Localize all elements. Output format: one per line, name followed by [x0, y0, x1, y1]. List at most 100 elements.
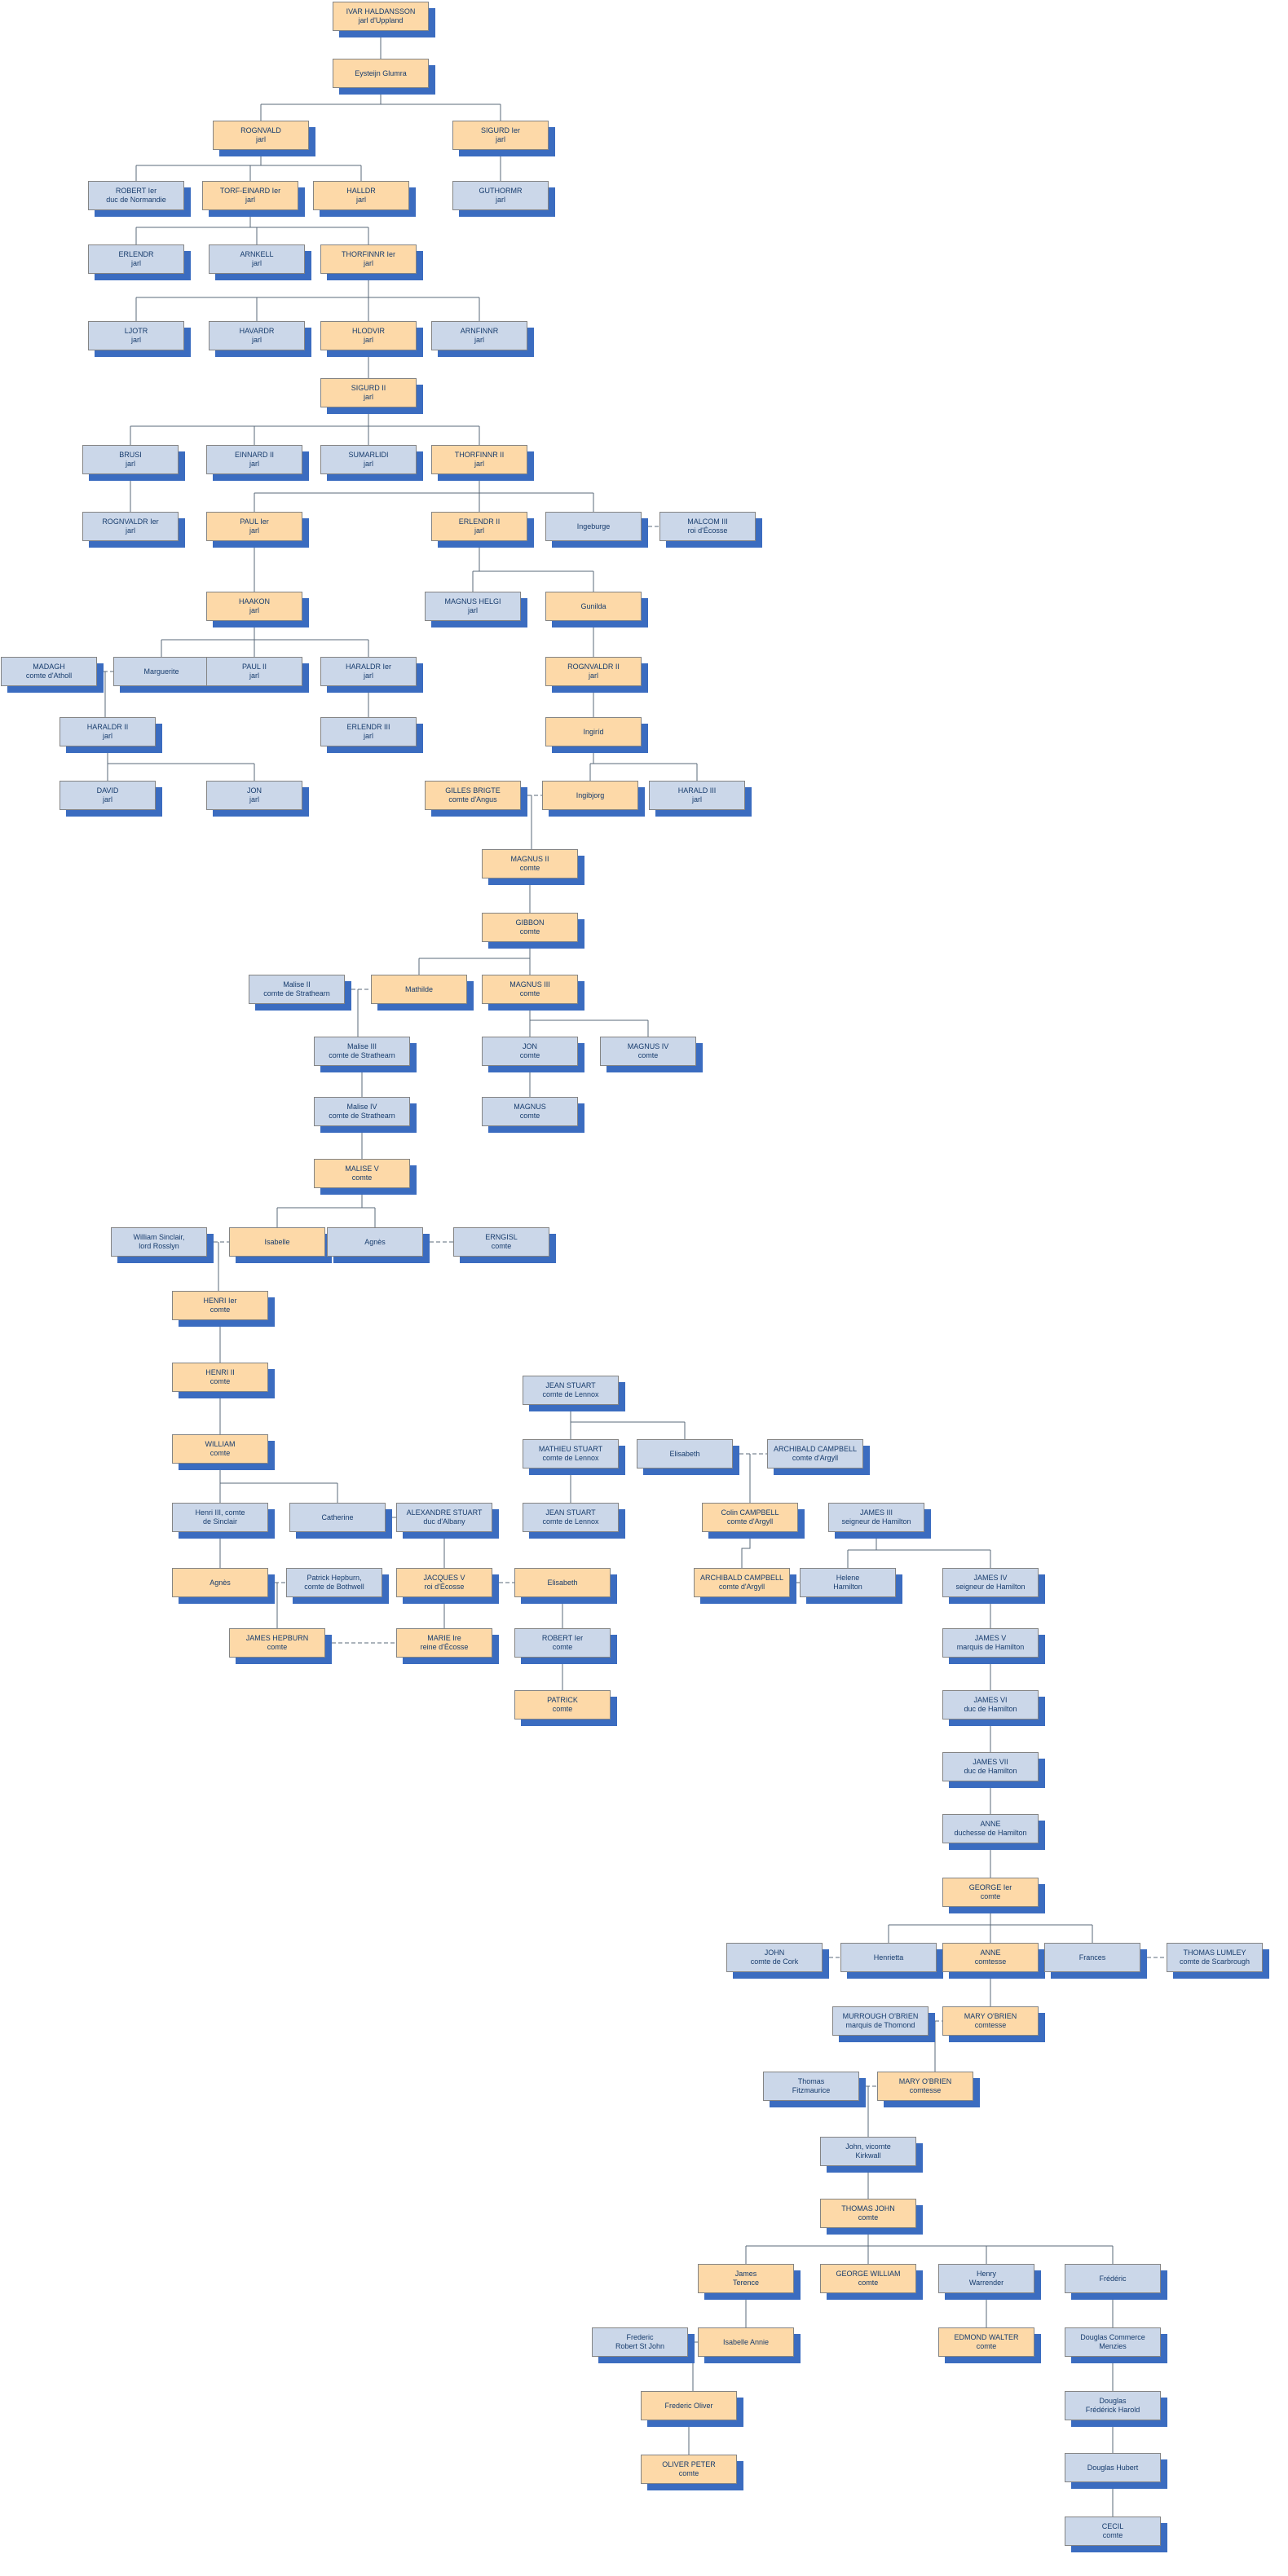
person-title: comte	[267, 1643, 288, 1651]
person-title: comte de Lennox	[542, 1390, 599, 1398]
person-title: jarl	[363, 393, 373, 401]
person-name: ERLENDR II	[458, 517, 501, 526]
person-title: comte	[858, 2213, 879, 2222]
person-name: THOMAS LUMLEY	[1183, 1949, 1246, 1957]
person-name: SIGURD II	[351, 384, 386, 393]
person-name: MALCOM III	[687, 517, 728, 526]
person-name: GIBBON	[515, 918, 545, 927]
person-name: GILLES BRIGTE	[445, 786, 501, 795]
person-title: jarl	[363, 336, 373, 344]
person-title: roi d'Écosse	[687, 526, 728, 535]
person-name: LJOTR	[124, 327, 148, 336]
person-title: comte d'Argyll	[792, 1454, 839, 1462]
person-name: Malise IV	[346, 1103, 377, 1112]
person-name: Eysteijn Glumra	[355, 68, 407, 77]
person-title: jarl	[251, 336, 262, 344]
person-title: comte d'Atholl	[25, 672, 73, 680]
person-title: jarl	[251, 259, 262, 267]
person-name: ARNKELL	[240, 250, 274, 259]
person-title: comte d'Argyll	[726, 1517, 774, 1526]
person-box-elisabeth: Elisabeth	[637, 1439, 733, 1469]
person-name: Ingiríd	[583, 727, 604, 736]
person-title: de Sinclair	[202, 1517, 238, 1526]
person-name: MAGNUS II	[510, 855, 549, 864]
person-name: JAMES VII	[973, 1758, 1008, 1767]
person-name: Elisabeth	[669, 1449, 700, 1458]
person-name: MATHIEU STUART	[538, 1445, 603, 1454]
person-name: MAGNUS HELGI	[444, 597, 501, 606]
person-title: Kirkwall	[855, 2151, 881, 2160]
person-name: Isabelle	[264, 1237, 290, 1246]
person-name: ALEXANDRE STUART	[406, 1508, 483, 1517]
person-title: comtesse	[974, 2021, 1007, 2029]
person-name: Frances	[1078, 1953, 1106, 1962]
person-title: comtesse	[909, 2086, 942, 2094]
person-name: ROGNVALD	[240, 126, 281, 135]
person-title: comte	[637, 1051, 659, 1059]
person-box-frederic-oliver: Frederic Oliver	[641, 2391, 737, 2420]
person-name: Henrietta	[873, 1953, 904, 1962]
person-box-ingir-d: Ingiríd	[545, 717, 642, 746]
person-name: Patrick Hepburn,	[307, 1574, 362, 1583]
person-name: Douglas Hubert	[1087, 2463, 1139, 2472]
person-box-agn-s: Agnès	[327, 1227, 423, 1257]
person-name: HARALD III	[677, 786, 717, 795]
person-name: GEORGE WILLIAM	[836, 2270, 901, 2279]
descent-connector	[741, 1532, 751, 1568]
person-title: jarl	[588, 672, 598, 680]
person-box-isabelle-annie: Isabelle Annie	[698, 2327, 794, 2357]
person-name: ERLENDR III	[346, 723, 390, 732]
person-box-henrietta: Henrietta	[840, 1943, 937, 1972]
person-name: EDMOND WALTER	[954, 2333, 1019, 2342]
person-title: Frédérick Harold	[1085, 2406, 1140, 2414]
person-name: OLIVER PETER	[662, 2460, 716, 2469]
person-title: comte de Strathearn	[329, 1112, 395, 1120]
person-title: comte	[519, 989, 540, 997]
person-title: comte	[980, 1892, 1001, 1900]
person-title: jarl d'Uppland	[358, 16, 404, 24]
person-title: comte de Cork	[750, 1957, 799, 1966]
person-name: PAUL II	[241, 663, 267, 672]
person-title: jarl	[249, 672, 259, 680]
person-name: William Sinclair,	[133, 1233, 185, 1242]
person-name: Gunilda	[580, 601, 607, 610]
person-title: comte	[1102, 2531, 1123, 2539]
person-title: seigneur de Hamilton	[955, 1583, 1026, 1591]
person-title: comte	[210, 1449, 231, 1457]
person-title: duc de Hamilton	[964, 1705, 1017, 1713]
person-name: JON	[523, 1042, 537, 1051]
person-name: Frederic Oliver	[664, 2401, 713, 2410]
person-name: HALLDR	[346, 187, 376, 196]
person-title: duc de Normandie	[106, 196, 166, 204]
person-title: jarl	[495, 196, 505, 204]
